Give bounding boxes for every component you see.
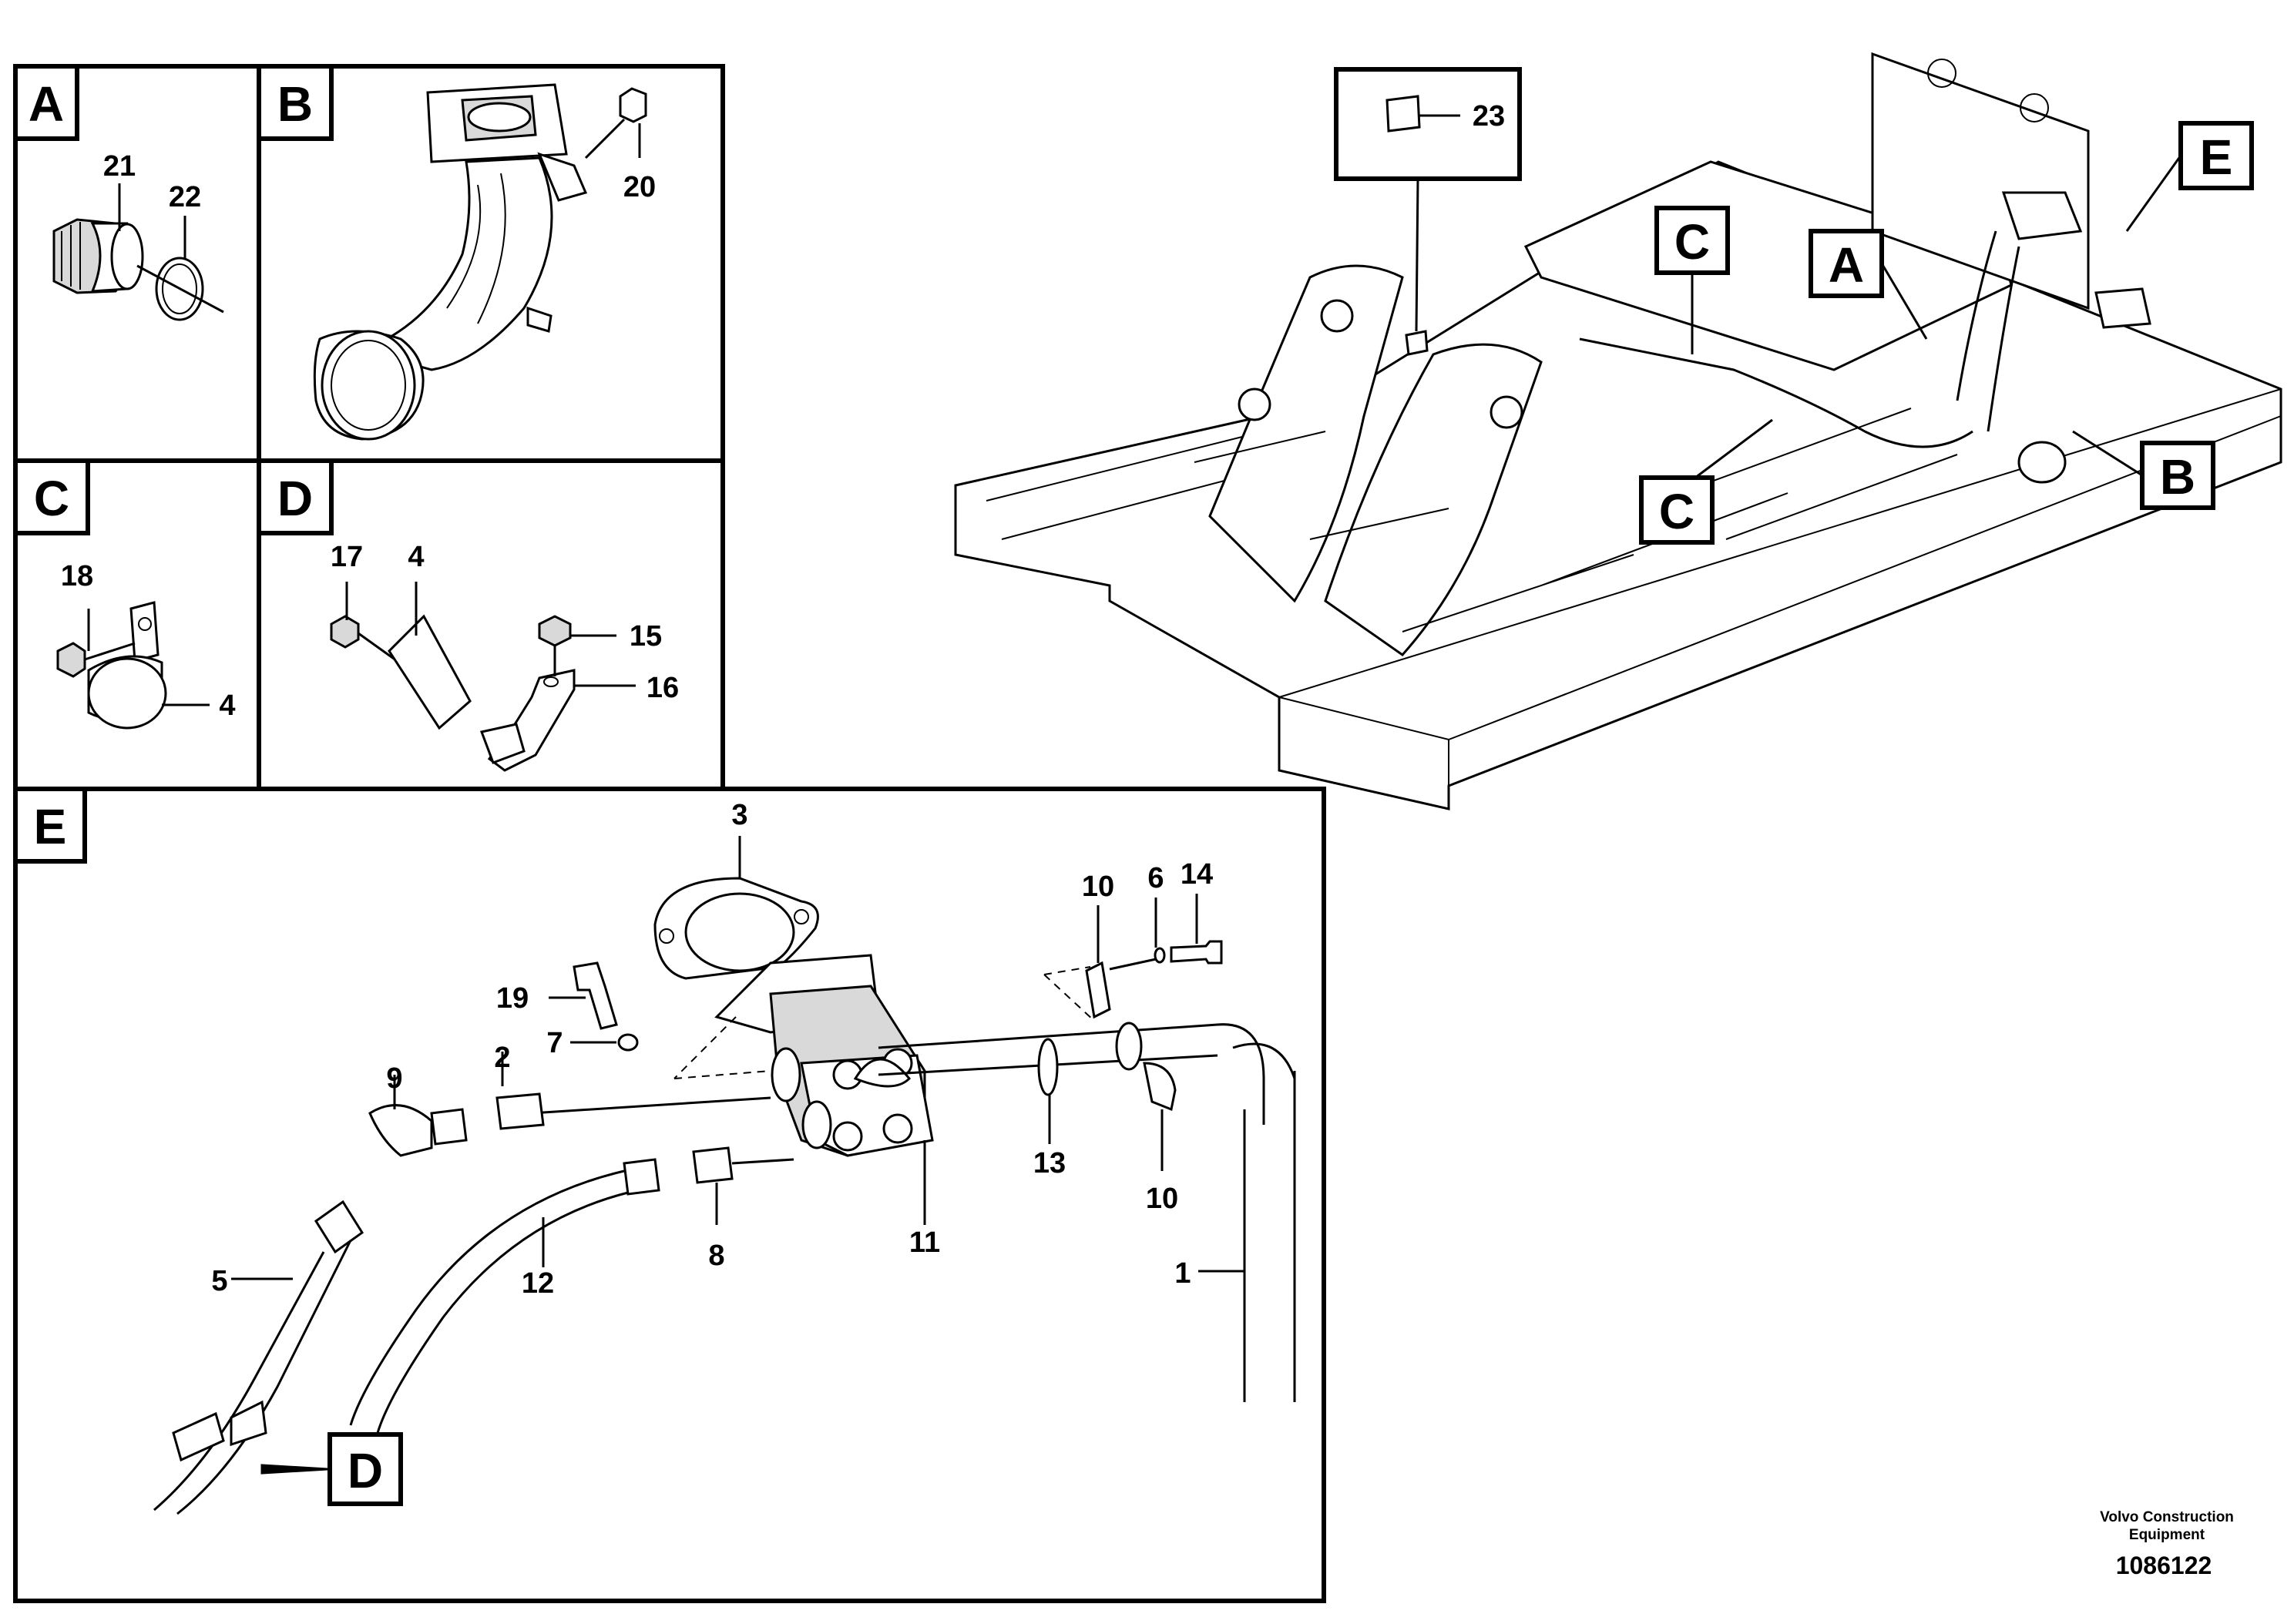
panel-e-frame [13,787,1326,1603]
panel-letter-a: A [13,64,79,141]
panel-letter-b: B [257,64,334,141]
callout-4-d: 4 [408,541,424,573]
callout-1: 1 [1174,1257,1191,1290]
panel-letter-d: D [257,458,334,535]
panel-a-letter: A [29,76,64,132]
panel-d-letter: D [277,471,313,526]
doc-number: 1086122 [2116,1552,2212,1579]
callout-5: 5 [211,1265,227,1297]
overview-ref-c-top: C [1674,214,1710,270]
panel-c-letter: C [34,471,69,526]
callout-8: 8 [708,1240,724,1272]
callout-23: 23 [1473,100,1505,133]
callout-21: 21 [103,150,136,183]
callout-10-bottom: 10 [1146,1183,1178,1215]
callout-12: 12 [522,1267,554,1300]
overview-ref-e: E [2200,129,2233,185]
panel-letter-c: C [13,458,90,535]
overview-ref-a: A [1829,237,1864,293]
callout-22: 22 [169,181,201,213]
footer: Volvo Construction Equipment 1086122 [2100,1509,2234,1579]
overview-drawing: 23 E C A B C [954,52,2282,810]
panel-d-drawing: 17 4 15 16 [330,541,679,772]
callout-15: 15 [630,620,662,653]
callout-13: 13 [1033,1147,1066,1179]
panel-e-drawing: 3 11 19 7 13 [153,799,1296,1515]
panel-c-drawing: 18 4 [56,560,236,730]
callout-7: 7 [546,1027,563,1059]
callout-2: 2 [494,1042,510,1074]
callout-3: 3 [731,799,747,831]
company-line-2: Equipment [2129,1527,2205,1543]
callout-20: 20 [623,171,656,203]
overview-ref-b: B [2160,449,2195,505]
overview-ref-c-bottom: C [1659,484,1694,539]
panel-letter-e: E [13,787,87,864]
callout-14: 14 [1181,858,1213,891]
callout-10-top: 10 [1082,871,1114,903]
callout-18: 18 [61,560,93,592]
callout-17: 17 [331,541,363,573]
panel-cd-frame [13,458,725,791]
panel-e-ref-d: D [348,1443,383,1498]
panel-b-letter: B [277,76,313,132]
callout-19: 19 [496,982,529,1015]
callout-4-c: 4 [219,690,235,722]
callout-16: 16 [647,672,679,704]
panel-e-letter: E [34,799,67,854]
panel-b-drawing: 20 [313,83,656,441]
callout-9: 9 [386,1062,402,1095]
company-line-1: Volvo Construction [2100,1509,2234,1525]
panel-a-drawing: 21 22 [52,150,224,321]
callout-11: 11 [909,1226,940,1259]
panel-frames [13,64,1326,1603]
callout-6: 6 [1147,862,1164,894]
